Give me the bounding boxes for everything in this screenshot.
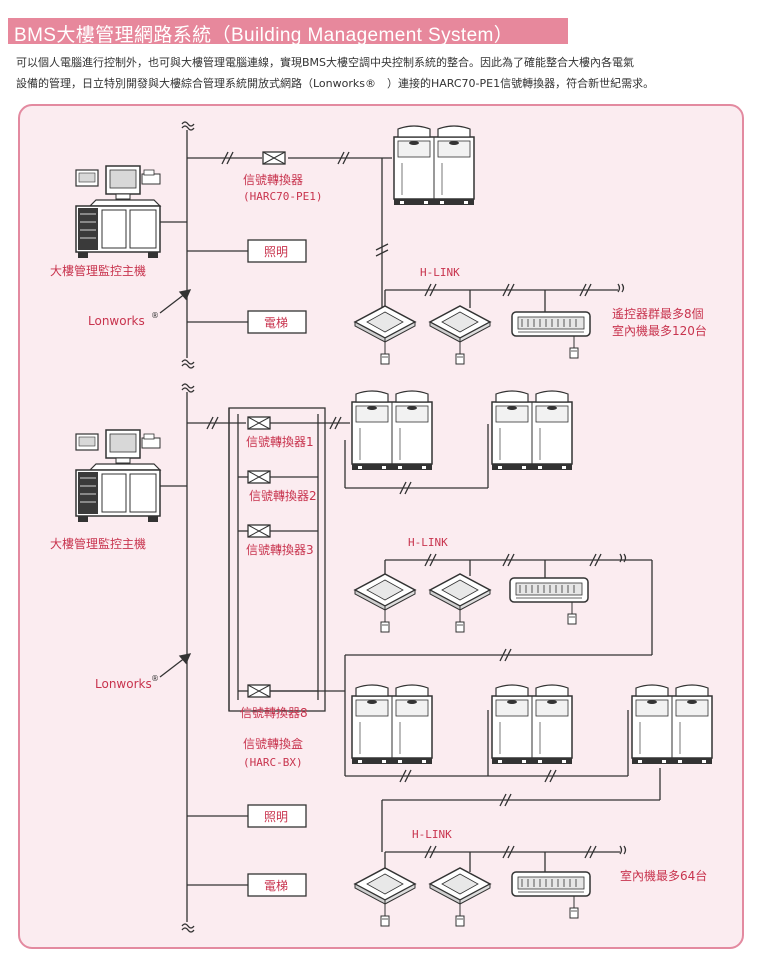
top-hlink-label: H-LINK	[420, 266, 460, 279]
converter-1-label: 信號轉換器1	[246, 435, 314, 449]
bottom-outdoor-unit-4-icon	[491, 684, 573, 765]
top-system	[159, 121, 625, 369]
bottom-cassette-unit-3-icon	[354, 867, 416, 927]
top-converter-label: 信號轉換器	[243, 173, 303, 187]
bottom-outdoor-unit-3-icon	[351, 684, 433, 765]
top-elevator-box	[247, 310, 307, 334]
top-cassette-unit-1-icon	[354, 305, 416, 365]
top-capacity-line-1: 遙控器群最多8個	[612, 307, 704, 321]
converter-1-icon	[247, 416, 271, 430]
top-wall-unit-icon	[511, 311, 591, 359]
title-bar: BMS大樓管理網路系統（Building Management System）	[8, 18, 568, 46]
bottom-system	[159, 383, 661, 933]
intro-line-1: 可以個人電腦進行控制外，也可與大樓管理電腦連線，實現BMS大樓空調中央控制系統的…	[16, 56, 635, 69]
intro-line-2: 設備的管理，日立特別開發與大樓綜合管理系統開放式網路（Lonworks® ）連接…	[16, 77, 655, 90]
top-registered-mark: ®	[151, 311, 159, 320]
converter-2-label: 信號轉換器2	[249, 489, 317, 503]
top-outdoor-unit-icon	[393, 125, 475, 206]
bottom-computer-icon	[75, 429, 161, 523]
bottom-registered-mark: ®	[151, 674, 159, 683]
converter-3-label: 信號轉換器3	[246, 543, 314, 557]
bottom-wall-unit-1-icon	[509, 577, 589, 625]
bottom-lonworks-label: Lonworks	[95, 677, 152, 691]
bottom-cassette-unit-2-icon	[429, 573, 491, 633]
bottom-elevator-box	[247, 873, 307, 897]
bottom-elevator-label: 電梯	[264, 879, 288, 893]
top-capacity-line-2: 室內機最多120台	[612, 323, 707, 338]
top-elevator-label: 電梯	[264, 316, 288, 330]
bottom-computer-label: 大樓管理監控主機	[50, 536, 146, 551]
bottom-cassette-unit-4-icon	[429, 867, 491, 927]
top-lonworks-label: Lonworks	[88, 314, 145, 328]
converter-8-icon	[247, 684, 271, 698]
top-lighting-box	[247, 239, 307, 263]
bottom-wall-unit-2-icon	[511, 871, 591, 919]
intro-paragraph: 可以個人電腦進行控制外，也可與大樓管理電腦連線，實現BMS大樓空調中央控制系統的…	[16, 52, 756, 94]
diagram-panel	[18, 104, 744, 949]
bottom-lighting-label: 照明	[264, 810, 288, 824]
bottom-hlink-label-2: H-LINK	[412, 828, 452, 841]
bus-break-mark	[181, 121, 195, 127]
bottom-outdoor-unit-2-icon	[491, 390, 573, 471]
top-cassette-unit-2-icon	[429, 305, 491, 365]
bottom-capacity-label: 室內機最多64台	[620, 868, 707, 883]
bottom-cassette-unit-1-icon	[354, 573, 416, 633]
top-converter-icon	[262, 151, 286, 165]
top-lighting-label: 照明	[264, 245, 288, 259]
bottom-lighting-box	[247, 804, 307, 828]
top-computer-icon	[75, 165, 161, 259]
converter-8-label: 信號轉換器8	[240, 706, 308, 720]
converter-box-model: (HARC-BX)	[243, 756, 303, 769]
converter-2-icon	[247, 470, 271, 484]
bottom-outdoor-unit-5-icon	[631, 684, 713, 765]
top-computer-label: 大樓管理監控主機	[50, 263, 146, 278]
bottom-outdoor-unit-1-icon	[351, 390, 433, 471]
converter-box-label: 信號轉換盒	[243, 736, 303, 751]
top-converter-model: (HARC70-PE1)	[243, 190, 322, 203]
converter-3-icon	[247, 524, 271, 538]
bottom-hlink-label-1: H-LINK	[408, 536, 448, 549]
page-title: BMS大樓管理網路系統（Building Management System）	[14, 25, 514, 46]
